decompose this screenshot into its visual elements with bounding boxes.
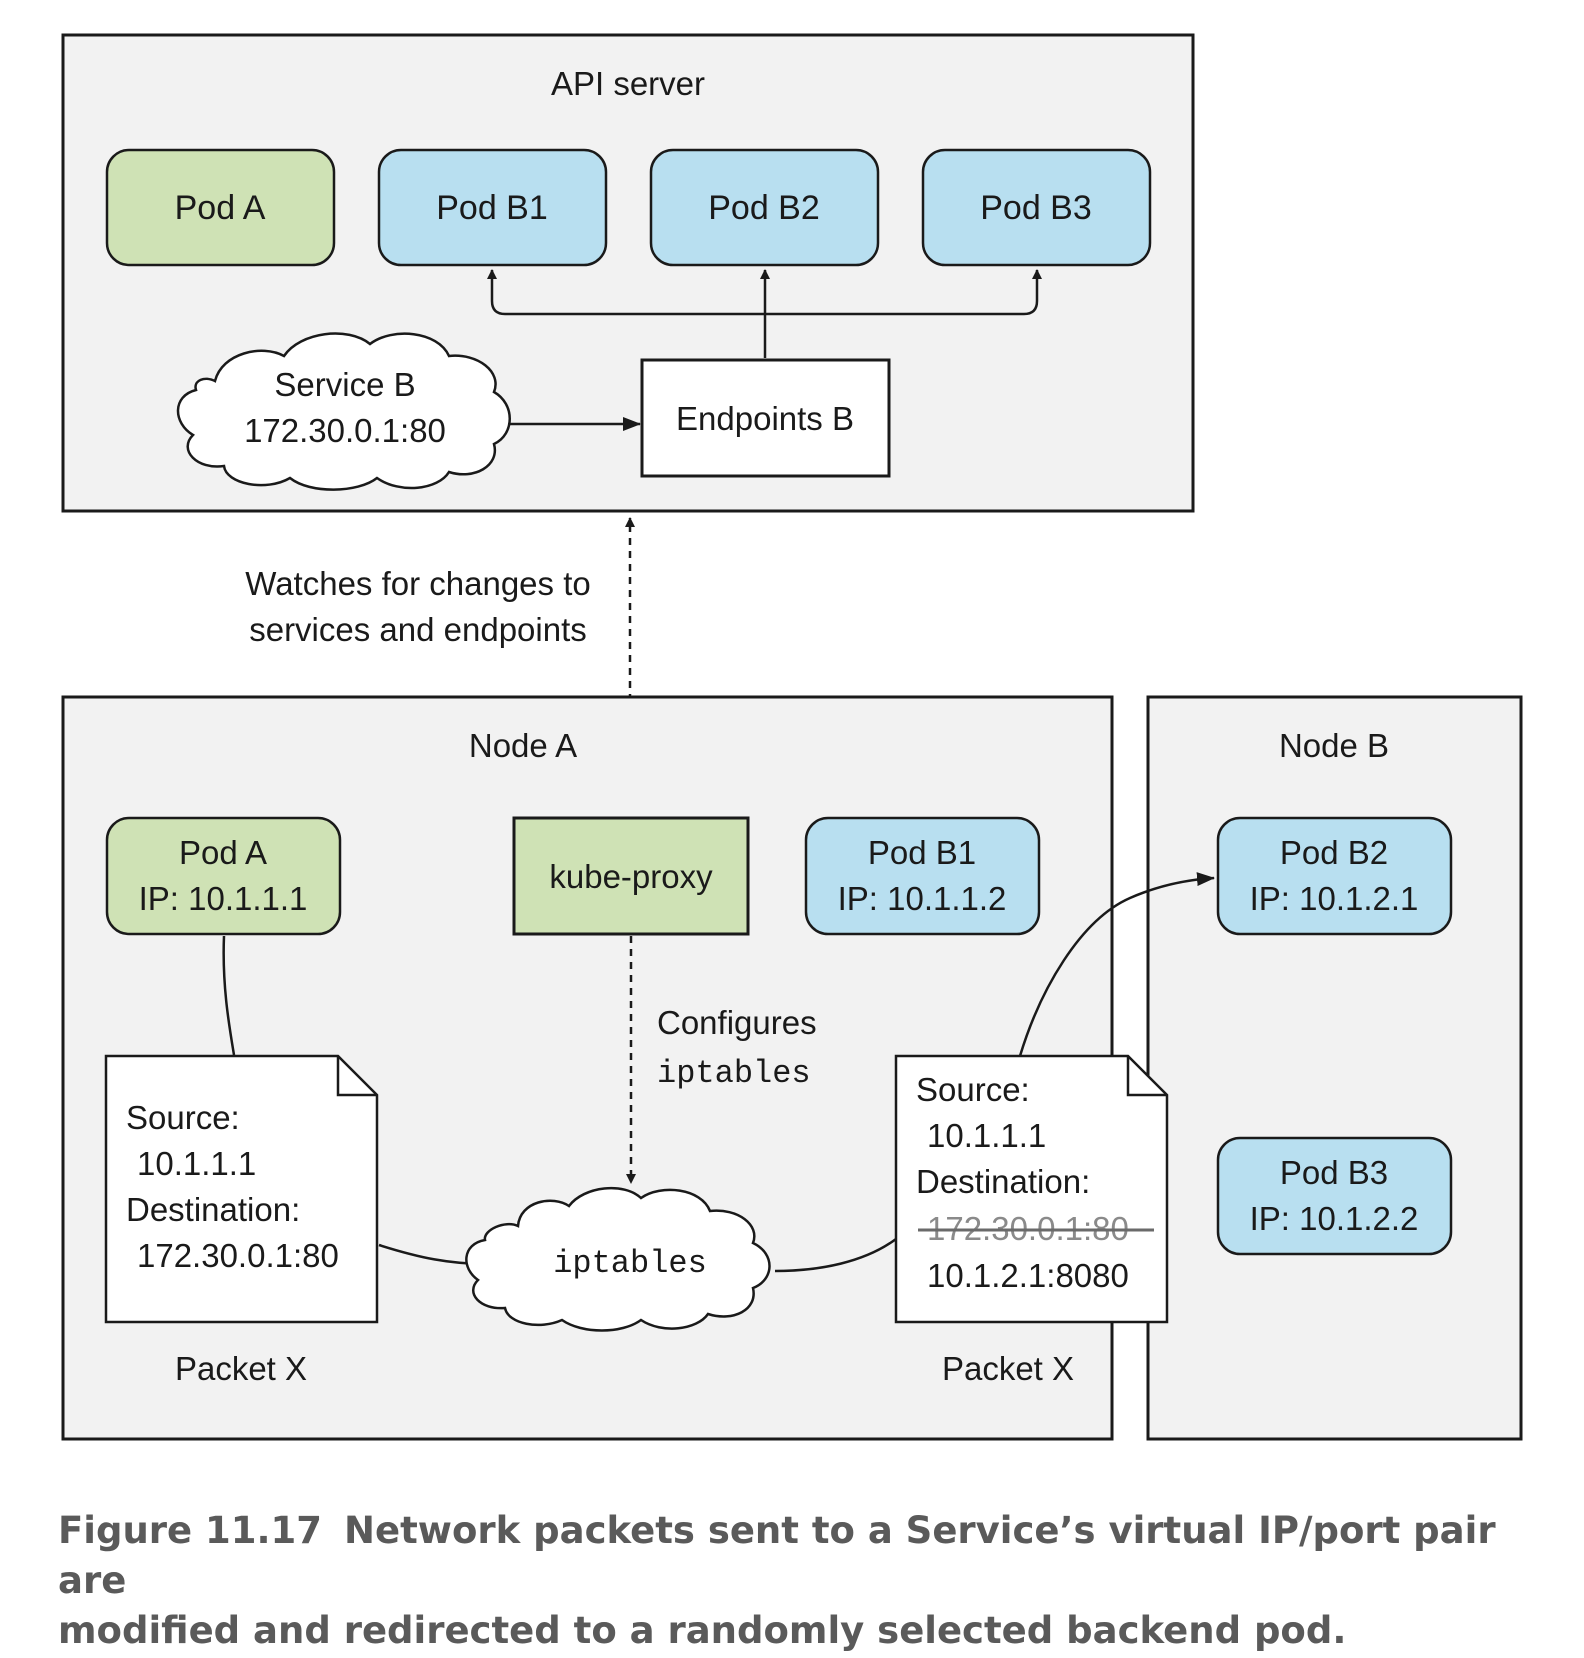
api-pod-b2[interactable]: Pod B2	[649, 148, 880, 267]
node-a-pod-b1[interactable]: Pod B1 IP: 10.1.1.2	[804, 816, 1041, 936]
node-a-pod-b1-name: Pod B1	[868, 834, 976, 871]
packet-in-caption: Packet X	[175, 1350, 307, 1387]
node-a-pod-a-name: Pod A	[179, 834, 267, 871]
api-pod-a-label: Pod A	[175, 189, 266, 227]
endpoints-b-label: Endpoints B	[676, 400, 854, 437]
service-b-name: Service B	[274, 366, 415, 403]
service-b-cloud[interactable]: Service B 172.30.0.1:80	[176, 332, 511, 491]
node-b-pod-b3-name: Pod B3	[1280, 1154, 1388, 1191]
node-b-pod-b2-ip: IP: 10.1.2.1	[1250, 880, 1419, 917]
node-a-title: Node A	[469, 727, 577, 764]
iptables-to-packet-line	[774, 1237, 897, 1273]
node-b-pod-b2-name: Pod B2	[1280, 834, 1388, 871]
figure-number: Figure 11.17	[58, 1509, 323, 1552]
caption-text-line2: modified and redirected to a randomly se…	[58, 1609, 1347, 1652]
packet-out-caption: Packet X	[942, 1350, 1074, 1387]
api-pod-b3[interactable]: Pod B3	[921, 148, 1152, 267]
node-a-pod-a-ip: IP: 10.1.1.1	[139, 880, 308, 917]
api-pod-b1-label: Pod B1	[436, 189, 548, 227]
pod-a-to-packet-line	[222, 935, 236, 1056]
iptables-label: iptables	[553, 1245, 707, 1282]
endpoints-fanout-arrows	[487, 269, 1042, 358]
endpoints-b-box[interactable]: Endpoints B	[640, 358, 891, 478]
api-pod-b3-label: Pod B3	[980, 189, 1092, 227]
configures-label-line2: iptables	[657, 1055, 811, 1092]
packet-in-source-label: Source:	[126, 1099, 240, 1136]
node-b-pod-b3[interactable]: Pod B3 IP: 10.1.2.2	[1216, 1136, 1453, 1256]
packet-out-document[interactable]: Source: 10.1.1.1 Destination: 172.30.0.1…	[894, 1054, 1169, 1324]
packet-in-dest-label: Destination:	[126, 1191, 300, 1228]
node-a-pod-a[interactable]: Pod A IP: 10.1.1.1	[105, 816, 342, 936]
watch-label-line1: Watches for changes to	[245, 565, 590, 602]
node-a-pod-b1-ip: IP: 10.1.1.2	[838, 880, 1007, 917]
configures-label-line1: Configures	[657, 1004, 817, 1041]
api-pod-a[interactable]: Pod A	[105, 148, 336, 267]
packet-out-source-value: 10.1.1.1	[927, 1117, 1046, 1154]
watch-label-line2: services and endpoints	[249, 611, 587, 648]
node-b-pod-b2[interactable]: Pod B2 IP: 10.1.2.1	[1216, 816, 1453, 936]
api-server-title: API server	[551, 65, 705, 102]
packet-in-document[interactable]: Source: 10.1.1.1 Destination: 172.30.0.1…	[104, 1054, 379, 1324]
api-pod-b2-label: Pod B2	[708, 189, 820, 227]
node-b-title: Node B	[1279, 727, 1389, 764]
packet-to-pod-b2-arrow	[1018, 872, 1215, 1057]
packet-in-dest-value: 172.30.0.1:80	[137, 1237, 339, 1274]
api-pod-b1[interactable]: Pod B1	[377, 148, 608, 267]
kube-proxy-label: kube-proxy	[549, 858, 713, 895]
packet-in-source-value: 10.1.1.1	[137, 1145, 256, 1182]
packet-out-dest-new: 10.1.2.1:8080	[927, 1257, 1129, 1294]
kube-proxy-box[interactable]: kube-proxy	[512, 816, 750, 936]
node-b-pod-b3-ip: IP: 10.1.2.2	[1250, 1200, 1419, 1237]
caption-text-line1: Network packets sent to a Service’s virt…	[58, 1509, 1496, 1602]
iptables-cloud[interactable]: iptables	[465, 1186, 771, 1332]
packet-out-source-label: Source:	[916, 1071, 1030, 1108]
service-b-ip: 172.30.0.1:80	[244, 412, 446, 449]
packet-out-dest-label: Destination:	[916, 1163, 1090, 1200]
node-b-panel	[1146, 695, 1523, 1441]
